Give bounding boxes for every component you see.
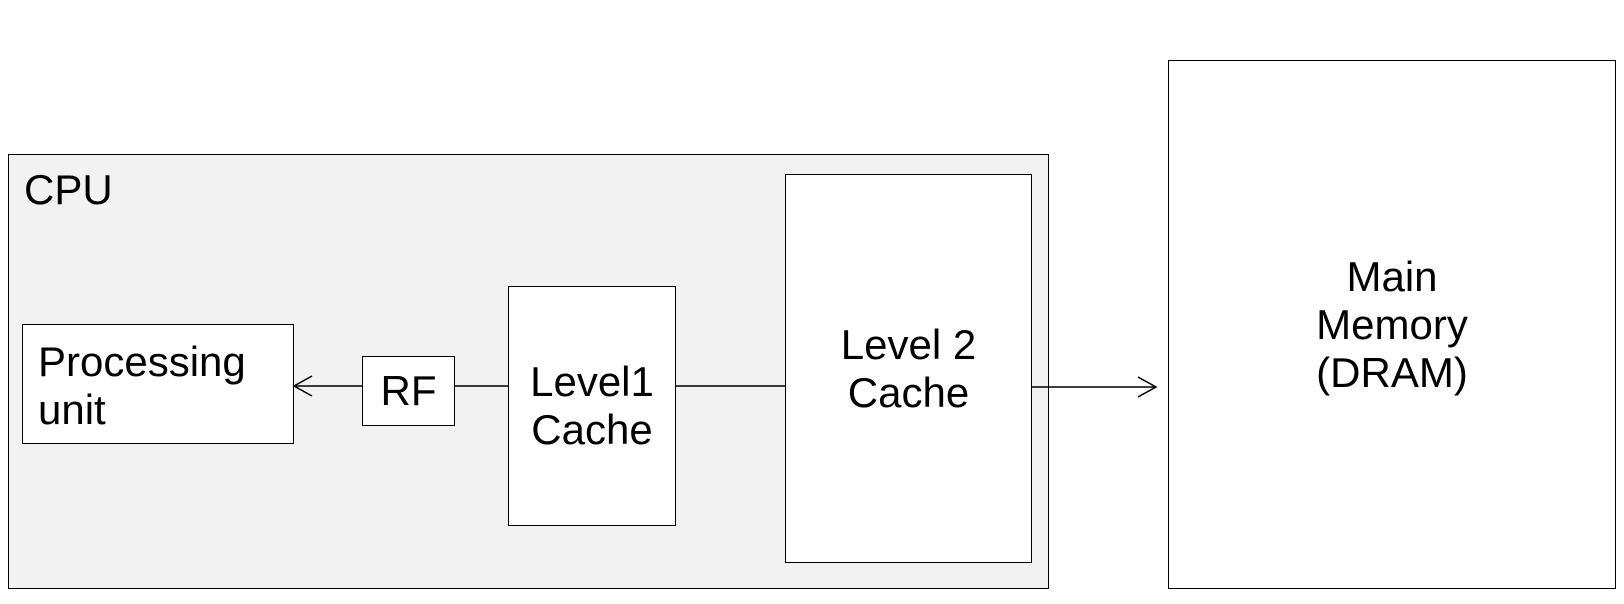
l2-to-memory-arrowhead — [1137, 376, 1158, 398]
level1-cache-box: Level1 Cache — [508, 286, 676, 526]
register-file-box: RF — [362, 356, 455, 426]
level1-cache-label: Level1 Cache — [530, 358, 654, 453]
main-memory-label: Main Memory (DRAM) — [1316, 252, 1468, 396]
cpu-label: CPU — [24, 166, 113, 213]
level2-cache-label: Level 2 Cache — [840, 320, 977, 416]
level2-cache-box: Level 2 Cache — [785, 174, 1032, 563]
processing-unit-label: Processing unit — [38, 338, 246, 433]
processing-unit-box — [22, 324, 294, 444]
register-file-label: RF — [380, 367, 437, 414]
main-memory-box: Main Memory (DRAM) — [1168, 60, 1616, 589]
rf-to-processing-unit-arrowhead — [292, 375, 313, 397]
